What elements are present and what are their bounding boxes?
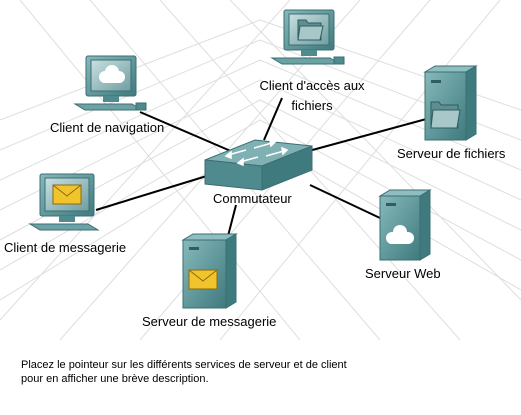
folder-icon: [297, 19, 324, 41]
web-server-label: Serveur Web: [365, 266, 441, 281]
file-access-client-label: Client d'accès aux fichiers: [252, 78, 372, 114]
cloud-icon: [386, 225, 414, 244]
folder-icon: [430, 101, 461, 129]
file-access-client-device[interactable]: [270, 9, 345, 65]
link-mail-client: [95, 174, 211, 211]
link-file-access-client: [263, 97, 283, 141]
file-access-client-label-line1: Client d'accès aux: [259, 78, 365, 93]
switch-label: Commutateur: [213, 191, 292, 206]
mail-client-device[interactable]: [28, 173, 100, 231]
mail-client-label: Client de messagerie: [4, 240, 127, 255]
mail-server-device[interactable]: [181, 233, 238, 309]
link-web-server: [309, 184, 381, 219]
cloud-icon: [99, 65, 125, 83]
caption-line2: pour en afficher une brève description.: [21, 373, 209, 385]
caption-line1: Placez le pointeur sur les différents se…: [21, 359, 347, 371]
file-access-client-label-line2: fichiers: [291, 98, 333, 113]
link-file-server: [304, 117, 431, 153]
file-server-label: Serveur de fichiers: [397, 146, 506, 161]
network-diagram: [0, 0, 521, 340]
browsing-client-label: Client de navigation: [50, 120, 165, 135]
switch-device[interactable]: [204, 138, 313, 191]
link-browsing-client: [139, 111, 241, 156]
mail-server-label: Serveur de messagerie: [142, 314, 277, 329]
link-mail-server: [227, 204, 237, 237]
envelope-icon: [188, 269, 218, 290]
web-server-device[interactable]: [378, 189, 432, 261]
instruction-caption: Placez le pointeur sur les différents se…: [21, 358, 441, 386]
links: [95, 97, 431, 237]
browsing-client-device[interactable]: [73, 55, 147, 111]
envelope-icon: [52, 184, 82, 205]
file-server-device[interactable]: [423, 65, 478, 141]
